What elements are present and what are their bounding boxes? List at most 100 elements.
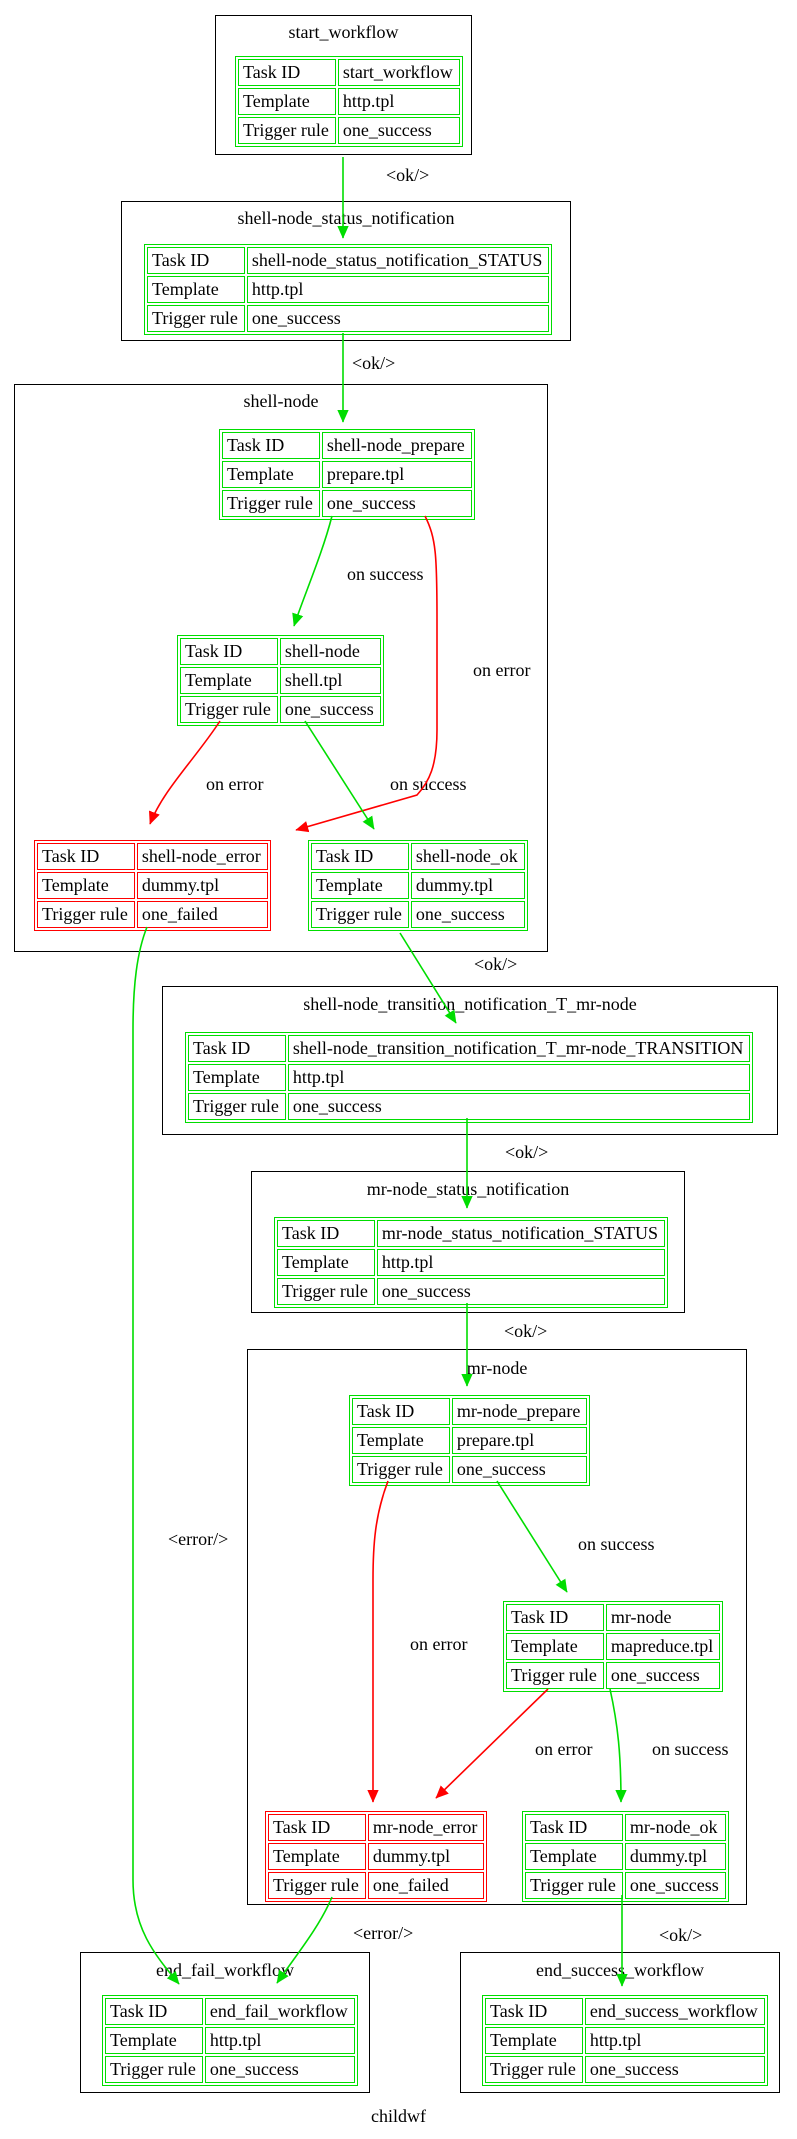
task-table-shell-node: Task ID shell-node Template shell.tpl Tr… <box>177 635 384 726</box>
cell-label: Template <box>311 872 409 899</box>
task-table-shell-node-error: Task ID shell-node_error Template dummy.… <box>34 840 271 931</box>
cell-value: mr-node <box>605 1604 721 1631</box>
cell-value: http.tpl <box>246 276 550 303</box>
cell-value: dummy.tpl <box>136 872 268 899</box>
task-table-mr-node-status-notification: Task ID mr-node_status_notification_STAT… <box>274 1217 668 1308</box>
table-row: Task ID shell-node_prepare <box>222 432 472 459</box>
table-row: Template dummy.tpl <box>37 872 268 899</box>
cell-value: shell.tpl <box>279 667 381 694</box>
cell-value: one_success <box>410 901 525 928</box>
table-row: Task ID mr-node_ok <box>525 1814 726 1841</box>
table-row: Trigger rule one_failed <box>37 901 268 928</box>
table-row: Trigger rule one_success <box>506 1662 721 1689</box>
cell-value: one_success <box>605 1662 721 1689</box>
cell-label: Task ID <box>506 1604 604 1631</box>
cell-label: Template <box>268 1843 366 1870</box>
cell-label: Trigger rule <box>506 1662 604 1689</box>
cell-value: dummy.tpl <box>624 1843 726 1870</box>
cell-value: mr-node_error <box>367 1814 485 1841</box>
table-row: Task ID shell-node_status_notification_S… <box>147 247 550 274</box>
cell-value: shell-node_transition_notification_T_mr-… <box>287 1035 751 1062</box>
cell-label: Trigger rule <box>188 1093 286 1120</box>
table-row: Trigger rule one_failed <box>268 1872 485 1899</box>
cell-label: Task ID <box>105 1998 203 2025</box>
cell-label: Task ID <box>188 1035 286 1062</box>
task-table-mr-node-ok: Task ID mr-node_ok Template dummy.tpl Tr… <box>522 1811 729 1902</box>
table-row: Trigger rule one_success <box>180 696 381 723</box>
cell-label: Trigger rule <box>352 1456 450 1483</box>
task-table-end-success-workflow: Task ID end_success_workflow Template ht… <box>482 1995 768 2086</box>
cell-label: Trigger rule <box>268 1872 366 1899</box>
cell-value: http.tpl <box>584 2027 765 2054</box>
cell-label: Task ID <box>180 638 278 665</box>
task-table-shell-node-status-notification: Task ID shell-node_status_notification_S… <box>144 244 553 335</box>
edge-label-ok-2: <ok/> <box>352 353 396 373</box>
cell-label: Trigger rule <box>485 2056 583 2083</box>
task-table-start-workflow: Task ID start_workflow Template http.tpl… <box>235 56 463 147</box>
cell-label: Trigger rule <box>238 117 336 144</box>
task-table-end-fail-workflow: Task ID end_fail_workflow Template http.… <box>102 1995 358 2086</box>
table-row: Template http.tpl <box>147 276 550 303</box>
cell-value: http.tpl <box>287 1064 751 1091</box>
cell-value: one_success <box>321 490 472 517</box>
table-row: Trigger rule one_success <box>525 1872 726 1899</box>
cell-value: one_success <box>376 1278 665 1305</box>
node-title: end_success_workflow <box>536 1960 704 1980</box>
edge-label-ok-1: <ok/> <box>386 165 430 185</box>
cell-label: Template <box>222 461 320 488</box>
edge-label-on-success-3: on success <box>578 1534 655 1554</box>
cell-label: Task ID <box>352 1398 450 1425</box>
table-row: Task ID mr-node <box>506 1604 721 1631</box>
edge-label-on-error-3: on error <box>410 1634 468 1654</box>
cell-value: shell-node_ok <box>410 843 525 870</box>
table-row: Template prepare.tpl <box>352 1427 588 1454</box>
cell-label: Task ID <box>525 1814 623 1841</box>
cell-label: Template <box>525 1843 623 1870</box>
cell-value: one_success <box>246 305 550 332</box>
node-title: shell-node_status_notification <box>237 208 455 228</box>
cell-value: mapreduce.tpl <box>605 1633 721 1660</box>
edge-label-ok-5: <ok/> <box>504 1321 548 1341</box>
table-row: Task ID mr-node_status_notification_STAT… <box>277 1220 665 1247</box>
cell-value: one_success <box>204 2056 355 2083</box>
cell-value: http.tpl <box>337 88 460 115</box>
edge-label-on-success-1: on success <box>347 564 424 584</box>
table-row: Template http.tpl <box>188 1064 751 1091</box>
table-row: Template http.tpl <box>238 88 460 115</box>
table-row: Template mapreduce.tpl <box>506 1633 721 1660</box>
table-row: Task ID mr-node_prepare <box>352 1398 588 1425</box>
cell-label: Template <box>485 2027 583 2054</box>
table-row: Trigger rule one_success <box>352 1456 588 1483</box>
cell-label: Trigger rule <box>37 901 135 928</box>
table-row: Task ID shell-node_transition_notificati… <box>188 1035 751 1062</box>
cell-label: Trigger rule <box>222 490 320 517</box>
task-table-mr-node: Task ID mr-node Template mapreduce.tpl T… <box>503 1601 724 1692</box>
cell-value: one_failed <box>136 901 268 928</box>
table-row: Task ID shell-node_error <box>37 843 268 870</box>
node-title: mr-node_status_notification <box>366 1179 570 1199</box>
cell-label: Task ID <box>238 59 336 86</box>
edge-label-on-success-4: on success <box>652 1739 729 1759</box>
cell-value: shell-node_prepare <box>321 432 472 459</box>
table-row: Trigger rule one_success <box>105 2056 355 2083</box>
cell-label: Task ID <box>311 843 409 870</box>
table-row: Template http.tpl <box>485 2027 765 2054</box>
edge-label-on-error-1: on error <box>473 660 531 680</box>
cell-label: Template <box>188 1064 286 1091</box>
edge-label-error-1: <error/> <box>168 1529 229 1549</box>
cluster-title: mr-node <box>466 1358 528 1378</box>
cell-value: prepare.tpl <box>321 461 472 488</box>
cell-label: Task ID <box>268 1814 366 1841</box>
cluster-title: shell-node <box>243 391 319 411</box>
cell-label: Trigger rule <box>105 2056 203 2083</box>
cell-label: Template <box>238 88 336 115</box>
cell-value: http.tpl <box>376 1249 665 1276</box>
cell-label: Template <box>352 1427 450 1454</box>
cell-label: Task ID <box>147 247 245 274</box>
graph-label: childwf <box>371 2106 426 2126</box>
table-row: Template http.tpl <box>277 1249 665 1276</box>
cell-label: Trigger rule <box>147 305 245 332</box>
table-row: Trigger rule one_success <box>485 2056 765 2083</box>
cell-value: one_success <box>451 1456 588 1483</box>
